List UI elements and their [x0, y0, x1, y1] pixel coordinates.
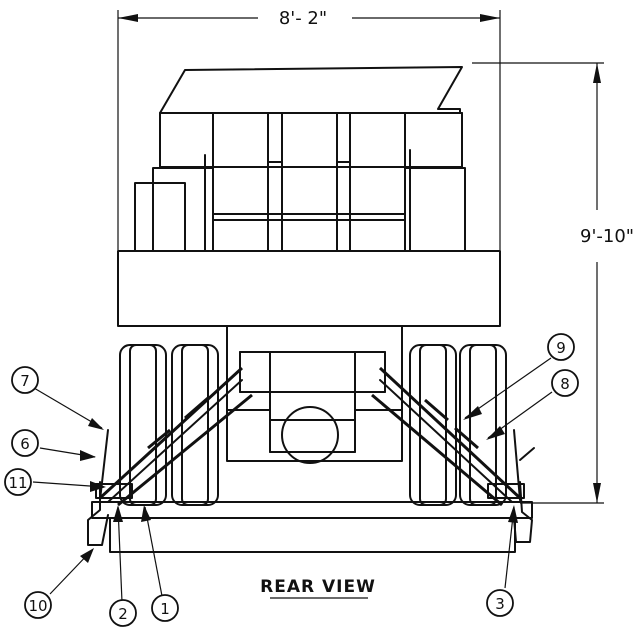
callout-10: 10: [24, 591, 52, 619]
callout-8: 8: [551, 369, 579, 397]
height-dimension-label: 9'-10": [580, 226, 634, 247]
callout-1: 1: [151, 594, 179, 622]
callout-9: 9: [547, 333, 575, 361]
svg-text:1: 1: [160, 600, 170, 618]
callout-11: 11: [4, 468, 32, 496]
width-dimension: 8'- 2": [117, 8, 501, 250]
height-dimension: 9'-10": [472, 62, 634, 504]
caption: REAR VIEW: [260, 577, 376, 599]
width-dimension-label: 8'- 2": [279, 8, 327, 29]
svg-text:10: 10: [28, 597, 47, 615]
svg-text:11: 11: [8, 474, 27, 492]
tie-down-chains: [95, 366, 535, 507]
machine-load: [117, 66, 501, 327]
svg-text:6: 6: [20, 435, 30, 453]
caption-text: REAR VIEW: [260, 577, 376, 597]
callout-leaders: [32, 357, 553, 603]
callout-2: 2: [109, 599, 137, 627]
callout-3: 3: [486, 589, 514, 617]
callout-7: 7: [11, 366, 39, 394]
svg-text:8: 8: [560, 375, 570, 393]
callout-6: 6: [11, 429, 39, 457]
svg-text:7: 7: [20, 372, 30, 390]
svg-text:2: 2: [118, 605, 128, 623]
right-wheels: [409, 344, 507, 506]
left-wheels: [119, 344, 219, 506]
svg-text:9: 9: [556, 339, 566, 357]
svg-text:3: 3: [495, 595, 505, 613]
carriage-frame: [226, 325, 403, 464]
trailer-deck: [87, 481, 533, 553]
